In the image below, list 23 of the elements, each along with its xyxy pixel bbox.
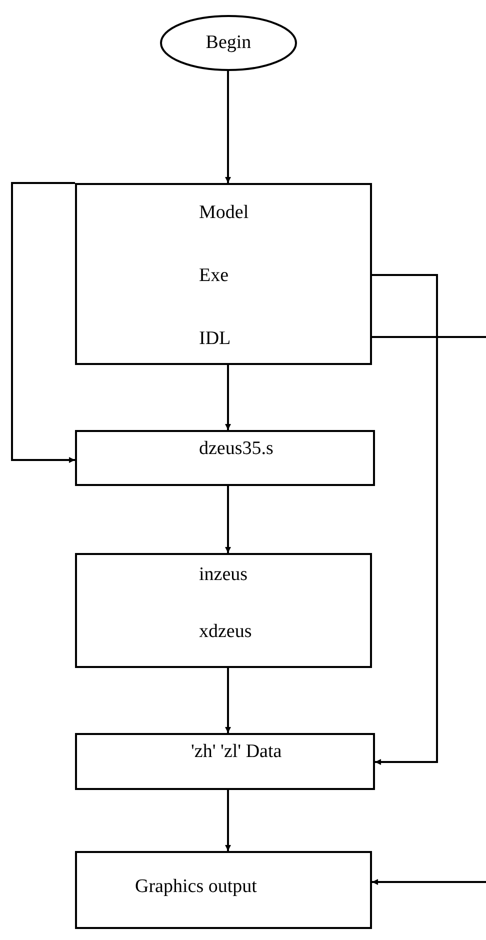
node-label: Graphics output [135,876,257,898]
arrow [225,790,231,851]
node-label: IDL [199,328,231,350]
node-label: Begin [206,32,252,54]
node-label: Exe [199,265,229,287]
arrow [225,365,231,430]
node-label: inzeus [199,564,248,586]
process-box [75,733,375,790]
process-box [75,430,375,486]
process-box [75,183,372,365]
arrow [225,668,231,733]
arrow [11,182,75,463]
node-label: Model [199,202,249,224]
arrow [372,274,438,765]
process-box [75,851,372,929]
node-label: 'zh' 'zl' Data [191,741,282,763]
start-ellipse [160,15,297,71]
arrow [225,71,231,183]
arrow [372,879,486,885]
node-label: dzeus35.s [199,438,274,460]
process-box [75,553,372,668]
arrow [225,486,231,553]
node-label: xdzeus [199,621,252,643]
